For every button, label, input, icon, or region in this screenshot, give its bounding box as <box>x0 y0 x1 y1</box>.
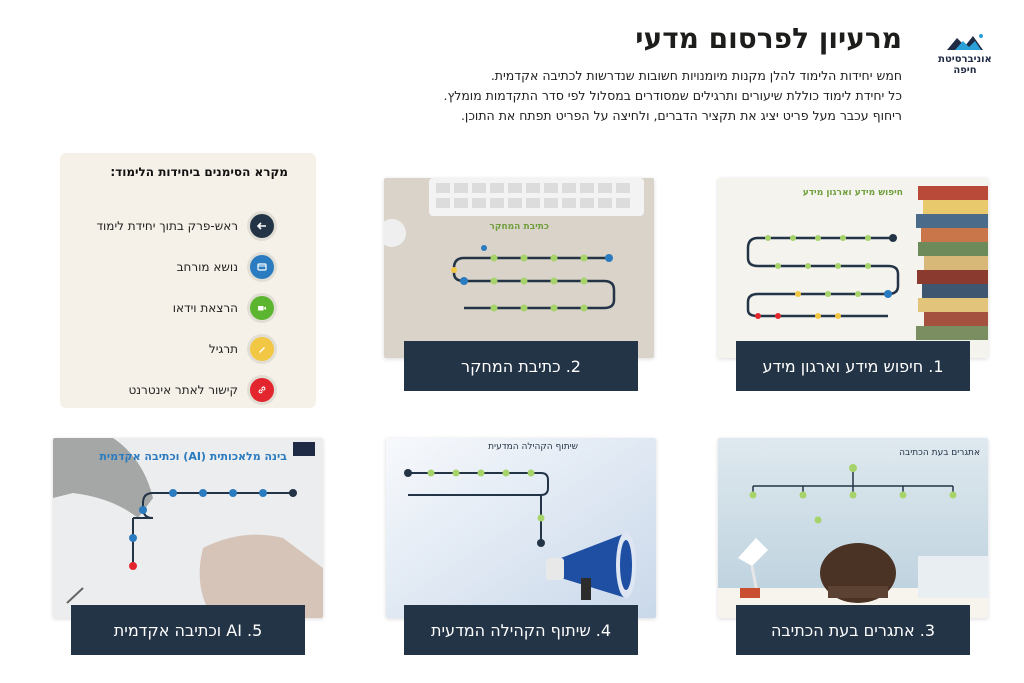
legend-label: נושא מורחב <box>176 259 238 274</box>
unit-card-label[interactable]: 1. חיפוש מידע וארגון מידע <box>736 341 970 391</box>
legend-item-link: קישור לאתר אינטרנט <box>96 369 274 410</box>
unit-thumbnail[interactable]: אתגרים בעת הכתיבה <box>718 438 988 618</box>
intro-line: כל יחידת לימוד כוללת שיעורים ותרגילים שמ… <box>443 88 903 103</box>
thumbnail-title: בינה מלאכותית (AI) וכתיבה אקדמית <box>99 450 287 463</box>
unit-card-4[interactable]: שיתוף הקהילה המדעית 4. שיתוף הקהילה המדע… <box>386 438 656 658</box>
window-icon <box>250 254 274 279</box>
thumbnail-title: חיפוש מידע וארגון מידע <box>802 188 903 198</box>
thumbnail-title: כתיבת המחקר <box>489 222 549 232</box>
unit-card-label[interactable]: 3. אתגרים בעת הכתיבה <box>736 605 970 655</box>
logo-mark-icon <box>947 34 983 50</box>
video-icon <box>250 295 274 320</box>
intro-text: חמש יחידות הלימוד להלן מקנות מיומנויות ח… <box>342 66 903 126</box>
legend-item-exercise: תרגיל <box>96 328 274 369</box>
legend-label: הרצאת וידאו <box>172 300 238 315</box>
unit-card-1[interactable]: חיפוש מידע וארגון מידע 1. חיפוש מידע ואר… <box>718 178 988 398</box>
thumbnail-title: שיתוף הקהילה המדעית <box>488 442 578 452</box>
intro-line: חמש יחידות הלימוד להלן מקנות מיומנויות ח… <box>490 68 902 83</box>
logo-text: אוניברסיטת חיפה <box>938 54 992 76</box>
thumbnail-title: אתגרים בעת הכתיבה <box>899 448 980 458</box>
unit-card-2[interactable]: כתיבת המחקר 2. כתיבת המחקר <box>384 178 654 398</box>
unit-card-label[interactable]: 2. כתיבת המחקר <box>404 341 638 391</box>
link-icon <box>250 377 274 402</box>
unit-thumbnail[interactable]: בינה מלאכותית (AI) וכתיבה אקדמית <box>53 438 323 618</box>
unit-thumbnail[interactable]: חיפוש מידע וארגון מידע <box>718 178 988 358</box>
legend-title: מקרא הסימנים ביחידות הלימוד: <box>110 165 288 179</box>
legend-label: קישור לאתר אינטרנט <box>128 382 238 397</box>
legend-label: תרגיל <box>208 341 238 356</box>
university-logo: אוניברסיטת חיפה <box>925 30 1005 76</box>
legend-item-chapter: ראש-פרק בתוך יחידת לימוד <box>96 205 274 246</box>
unit-card-label[interactable]: 4. שיתוף הקהילה המדעית <box>404 605 638 655</box>
unit-card-label[interactable]: 5. AI וכתיבה אקדמית <box>71 605 305 655</box>
unit-card-5[interactable]: בינה מלאכותית (AI) וכתיבה אקדמית 5. AI ו… <box>53 438 323 658</box>
page-title: מרעיון לפרסום מדעי <box>635 22 902 55</box>
legend-item-video: הרצאת וידאו <box>96 287 274 328</box>
legend-item-extended-topic: נושא מורחב <box>96 246 274 287</box>
legend-label: ראש-פרק בתוך יחידת לימוד <box>96 218 238 233</box>
arrow-left-icon <box>250 213 274 238</box>
unit-thumbnail[interactable]: כתיבת המחקר <box>384 178 654 358</box>
unit-card-3[interactable]: אתגרים בעת הכתיבה 3. אתגרים בעת הכתיבה <box>718 438 988 658</box>
intro-line: ריחוף עכבר מעל פריט יציג את תקציר הדברים… <box>460 108 902 123</box>
pencil-icon <box>250 336 274 361</box>
unit-thumbnail[interactable]: שיתוף הקהילה המדעית <box>386 438 656 618</box>
legend-panel: מקרא הסימנים ביחידות הלימוד: ראש-פרק בתו… <box>60 153 316 408</box>
